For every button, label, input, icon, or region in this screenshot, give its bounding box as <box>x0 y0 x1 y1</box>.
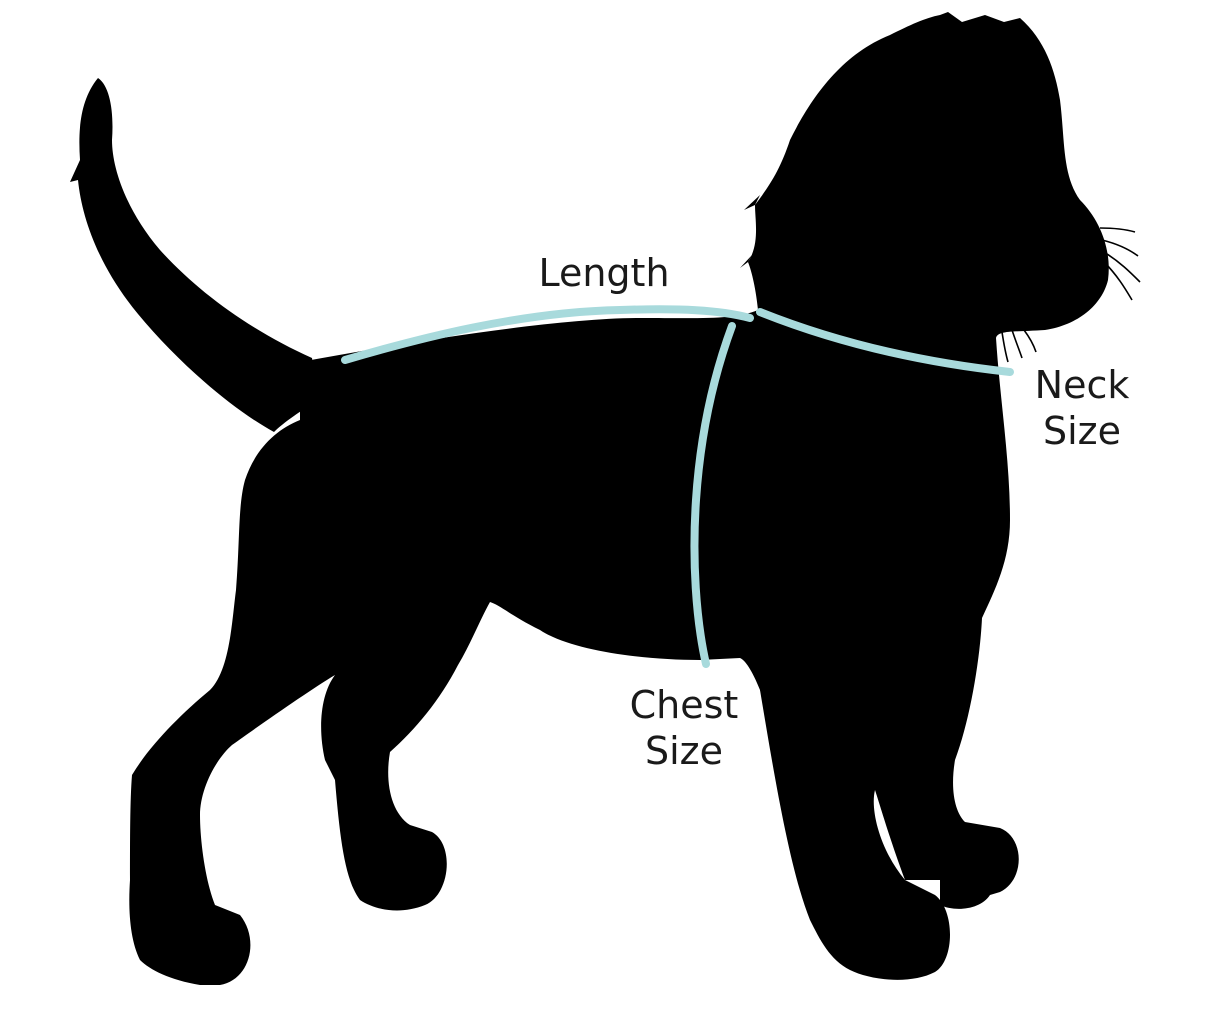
chest-measure-line <box>690 322 736 668</box>
dog-tail <box>70 78 318 432</box>
neck-size-label-line2: Size <box>1043 409 1121 453</box>
neck-size-label-line1: Neck <box>1035 363 1130 407</box>
chest-size-label-line1: Chest <box>630 683 739 727</box>
dog-silhouette <box>70 12 1109 985</box>
length-measure-line <box>341 305 754 364</box>
neck-measure-line <box>756 308 1014 376</box>
whiskers <box>1001 227 1141 363</box>
dog-front-leg <box>760 690 905 900</box>
dog-body <box>129 12 1109 985</box>
measurement-lines <box>341 305 1014 668</box>
length-label: Length <box>538 251 669 295</box>
chest-size-label-line2: Size <box>645 729 723 773</box>
